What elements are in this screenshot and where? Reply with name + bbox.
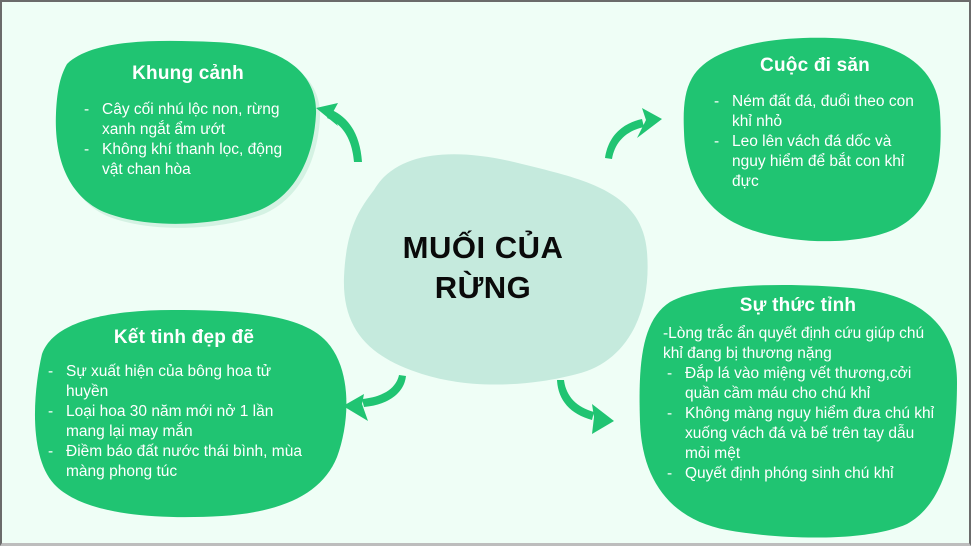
- curved-arrow-down-left-icon: [343, 375, 406, 421]
- node-title: Khung cảnh: [132, 63, 244, 84]
- node-list: -Cây cối nhú lộc non, rừng xanh ngắt ẩm …: [80, 100, 300, 180]
- list-item: -Cây cối nhú lộc non, rừng xanh ngắt ẩm …: [84, 101, 280, 138]
- node-list: -Đắp lá vào miệng vết thương,cởi quần cầ…: [663, 364, 939, 484]
- center-blob: [343, 154, 648, 385]
- blob-top-left: [55, 40, 317, 224]
- list-item: -Không khí thanh lọc, động vật chan hòa: [84, 141, 283, 178]
- node-khung-canh: Khung cảnh -Cây cối nhú lộc non, rừng xa…: [80, 62, 300, 180]
- curved-arrow-up-left-icon: [316, 103, 362, 162]
- list-item: -Điềm báo đất nước thái bình, mùa màng p…: [48, 443, 302, 480]
- node-list: -Sự xuất hiện của bông hoa tử huyền -Loạ…: [44, 362, 314, 482]
- node-title: Kết tinh đẹp đẽ: [113, 327, 255, 348]
- node-title: Cuộc đi săn: [760, 55, 870, 76]
- curved-arrow-down-right-icon: [557, 380, 614, 434]
- list-item: -Quyết định phóng sinh chú khỉ: [667, 465, 894, 482]
- center-title-line1: MUỐI CỦA: [402, 230, 564, 265]
- node-su-thuc-tinh: Sự thức tỉnh -Lòng trắc ẩn quyết định cứ…: [663, 294, 939, 484]
- list-item: -Ném đất đá, đuổi theo con khỉ nhỏ: [714, 93, 914, 130]
- blob-bottom-left: [34, 310, 347, 518]
- node-lead: -Lòng trắc ẩn quyết định cứu giúp chú kh…: [663, 325, 925, 362]
- list-item: -Loại hoa 30 năm mới nở 1 lần mang lại m…: [48, 403, 274, 440]
- node-ket-tinh-dep-de: Kết tinh đẹp đẽ -Sự xuất hiện của bông h…: [44, 326, 314, 482]
- node-cuoc-di-san: Cuộc đi săn -Ném đất đá, đuổi theo con k…: [710, 54, 920, 192]
- curved-arrow-up-right-icon: [605, 108, 662, 159]
- node-title: Sự thức tỉnh: [739, 295, 857, 316]
- list-item: -Đắp lá vào miệng vết thương,cởi quần cầ…: [667, 365, 912, 402]
- center-title-line2: RỪNG: [434, 270, 532, 305]
- node-list: -Ném đất đá, đuổi theo con khỉ nhỏ -Leo …: [710, 92, 920, 192]
- list-item: -Không màng nguy hiểm đưa chú khỉ xuống …: [667, 405, 935, 462]
- list-item: -Leo lên vách đá dốc và nguy hiểm để bắt…: [714, 133, 905, 190]
- blob-top-right: [683, 37, 941, 242]
- blob-bottom-right: [639, 284, 957, 538]
- list-item: -Sự xuất hiện của bông hoa tử huyền: [48, 363, 272, 400]
- center-title: MUỐI CỦA RỪNG: [368, 228, 598, 308]
